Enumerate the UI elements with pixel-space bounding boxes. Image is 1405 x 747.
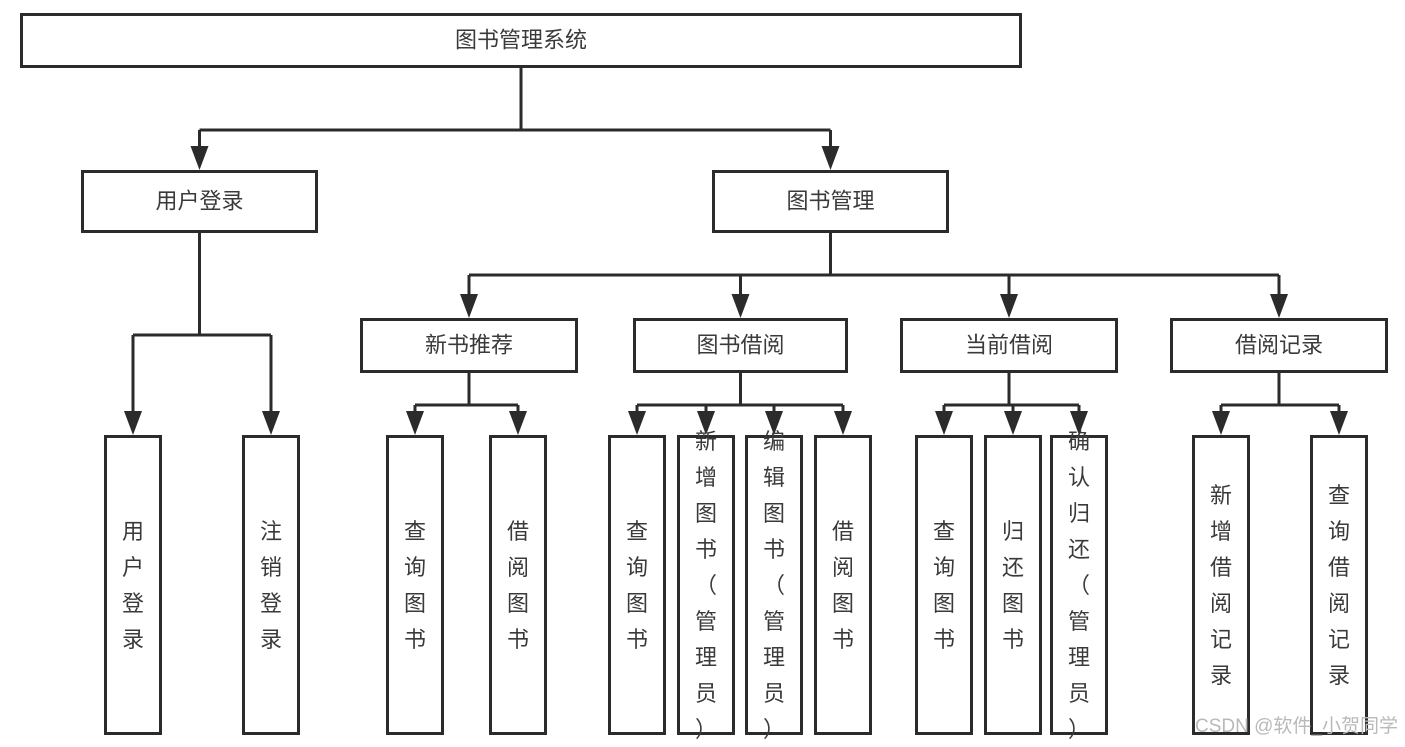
node-label: 查询借阅记录 [1328,483,1350,688]
node-box [1050,435,1108,735]
arrow-head-icon [1330,411,1348,435]
node-user-login[interactable]: 用户登录 [81,170,318,233]
node-new-book-recommend[interactable]: 新书推荐 [360,318,578,373]
node-box [1170,318,1388,373]
node-label: 借阅图书 [832,519,854,652]
node-box [104,435,162,735]
node-box [242,435,300,735]
nodes-layer: 图书管理系统用户登录图书管理新书推荐图书借阅当前借阅借阅记录用户登录注销登录查询… [20,13,1388,742]
node-box [489,435,547,735]
node-borrow-record[interactable]: 借阅记录 [1170,318,1388,373]
arrow-head-icon [834,411,852,435]
node-label: 新增图书（管理员） [695,429,717,742]
arrow-head-icon [509,411,527,435]
arrow-head-icon [1070,411,1088,435]
node-leaf-query-borrow-record[interactable]: 查询借阅记录 [1310,435,1368,735]
node-label: 查询图书 [404,519,426,652]
node-book-borrow[interactable]: 图书借阅 [633,318,848,373]
arrow-head-icon [1004,411,1022,435]
arrow-head-icon [1270,294,1288,318]
node-label: 图书管理 [786,188,874,213]
node-box [386,435,444,735]
node-box [1310,435,1368,735]
arrow-head-icon [124,411,142,435]
node-current-borrow[interactable]: 当前借阅 [900,318,1118,373]
node-label: 借阅图书 [507,519,529,652]
node-leaf-confirm-return[interactable]: 确认归还（管理员） [1050,429,1108,742]
node-box [712,170,949,233]
node-box [20,13,1022,68]
node-label: 借阅记录 [1235,332,1323,357]
node-leaf-query-book-borrow[interactable]: 查询图书 [608,435,666,735]
node-label: 新书推荐 [425,332,513,357]
node-leaf-edit-book[interactable]: 编辑图书（管理员） [745,429,803,742]
arrow-head-icon [460,294,478,318]
node-leaf-return-book[interactable]: 归还图书 [984,435,1042,735]
arrow-head-icon [697,411,715,435]
node-leaf-user-login[interactable]: 用户登录 [104,435,162,735]
node-leaf-query-book-current[interactable]: 查询图书 [915,435,973,735]
node-label: 用户登录 [122,519,144,652]
node-label: 查询图书 [626,519,648,652]
node-label: 图书借阅 [696,332,784,357]
node-label: 归还图书 [1002,519,1024,652]
node-box [984,435,1042,735]
node-label: 查询图书 [933,519,955,652]
connectors-layer [124,68,1348,435]
arrow-head-icon [406,411,424,435]
arrow-head-icon [262,411,280,435]
node-leaf-add-borrow-record[interactable]: 新增借阅记录 [1192,435,1250,735]
node-leaf-borrow-book[interactable]: 借阅图书 [814,435,872,735]
node-label: 确认归还（管理员） [1068,429,1090,742]
node-book-manage[interactable]: 图书管理 [712,170,949,233]
arrow-head-icon [935,411,953,435]
node-box [608,435,666,735]
node-leaf-borrow-book-recommend[interactable]: 借阅图书 [489,435,547,735]
node-box [633,318,848,373]
node-box [677,435,735,735]
node-root[interactable]: 图书管理系统 [20,13,1022,68]
node-label: 编辑图书（管理员） [763,429,785,742]
node-box [1192,435,1250,735]
node-box [81,170,318,233]
arrow-head-icon [628,411,646,435]
node-label: 注销登录 [260,519,282,652]
node-leaf-query-book-recommend[interactable]: 查询图书 [386,435,444,735]
node-box [900,318,1118,373]
node-label: 用户登录 [155,188,243,213]
arrow-head-icon [190,146,209,170]
arrow-head-icon [1000,294,1018,318]
node-leaf-add-book[interactable]: 新增图书（管理员） [677,429,735,742]
arrow-head-icon [821,146,840,170]
node-box [360,318,578,373]
arrow-head-icon [731,294,750,318]
csdn-watermark: CSDN @软件_小贺同学 [1195,715,1398,737]
node-label: 当前借阅 [965,332,1053,357]
node-leaf-logout[interactable]: 注销登录 [242,435,300,735]
node-box [814,435,872,735]
node-label: 新增借阅记录 [1210,483,1232,688]
node-label: 图书管理系统 [455,27,587,52]
arrow-head-icon [1212,411,1230,435]
arrow-head-icon [765,411,783,435]
node-box [745,435,803,735]
node-box [915,435,973,735]
